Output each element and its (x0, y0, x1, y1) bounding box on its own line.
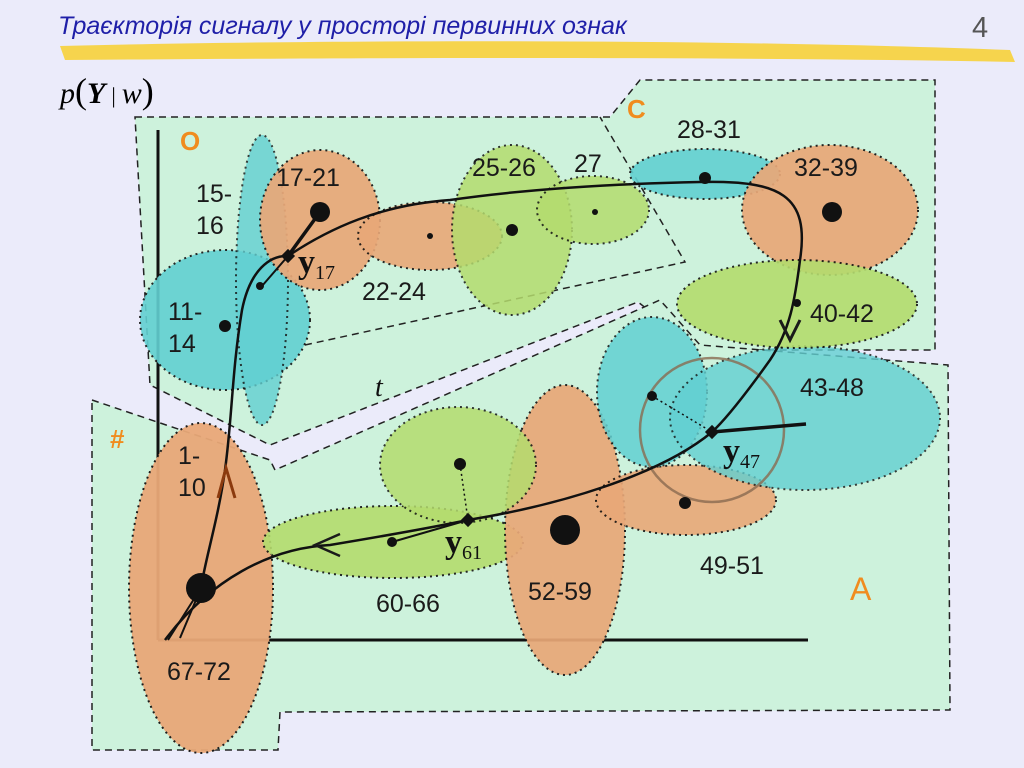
signal-trajectory (164, 180, 804, 641)
connector-y47-left (651, 395, 713, 433)
y47-vector-stroke (711, 422, 807, 434)
center-dot-67-72 (186, 573, 216, 603)
cluster-ellipse-43-48 (669, 345, 941, 491)
arrow-down-40-42 (778, 319, 802, 344)
class-label-c: С (627, 94, 646, 124)
cluster-label-17-21: 17-21 (276, 164, 340, 192)
cluster-label-11-14: 11-14 (168, 298, 202, 358)
marker-y47 (704, 424, 720, 440)
boundary-o-c (304, 116, 687, 346)
arrow-up-10 (216, 462, 237, 499)
center-dot-60-66 (387, 537, 397, 547)
center-dot-27 (592, 209, 598, 215)
formula-close-paren: ) (141, 71, 154, 111)
center-dot-49-51 (679, 497, 691, 509)
cluster-label-60-66: 60-66 (376, 590, 440, 618)
cluster-label-28-31: 28-31 (677, 116, 741, 144)
cluster-label-27: 27 (574, 150, 602, 178)
vector-label-y61: y61 (445, 524, 482, 564)
center-dot-28-31 (699, 172, 711, 184)
title-highlight-stroke (60, 41, 1015, 62)
cluster-label-43-48: 43-48 (800, 374, 864, 402)
vector-label-y17: y17 (298, 244, 335, 284)
cluster-label-25-26: 25-26 (472, 154, 536, 182)
center-dot-43-48-left (647, 391, 657, 401)
center-dot-17-21 (310, 202, 330, 222)
center-dot-52-59 (550, 515, 580, 545)
formula-separator: | (111, 83, 116, 108)
center-dot-49-51-green (454, 458, 466, 470)
marker-y61 (460, 512, 476, 528)
formula-w: w (121, 77, 142, 110)
trajectory-branch-y17b (261, 255, 289, 287)
center-dot-25-26 (506, 224, 518, 236)
cluster-label-32-39: 32-39 (794, 154, 858, 182)
cluster-label-40-42: 40-42 (810, 300, 874, 328)
class-label-a: А (850, 571, 872, 607)
center-dot-40-42 (793, 299, 801, 307)
formula-y: Y (87, 77, 106, 110)
cluster-label-15-16: 15-16 (196, 180, 232, 240)
class-label-hash: # (110, 424, 125, 454)
marker-y17 (280, 248, 296, 264)
class-label-o: О (180, 126, 200, 156)
y47-neighborhood-circle (638, 356, 786, 504)
probability-formula: p(Y|w) (60, 70, 154, 112)
cluster-label-49-51: 49-51 (700, 552, 764, 580)
page-number: 4 (972, 12, 989, 44)
cluster-label-22-24: 22-24 (362, 278, 426, 306)
center-dot-22-24 (427, 233, 433, 239)
formula-p: p (60, 77, 75, 110)
formula-open-paren: ( (75, 71, 87, 111)
center-dot-32-39 (822, 202, 842, 222)
slide-title: Траєкторія сигналу у просторі первинних … (58, 12, 627, 40)
cluster-label-1-10: 1-10 (178, 442, 206, 502)
center-dot-15-16 (256, 282, 264, 290)
y61-vector-stroke (391, 519, 469, 543)
arrow-left-60-66 (311, 532, 341, 558)
center-dot-11-14 (219, 320, 231, 332)
vector-label-y47: y47 (723, 433, 760, 473)
t-axis-label: t (375, 372, 384, 403)
cluster-label-52-59: 52-59 (528, 578, 592, 606)
cluster-label-67-72: 67-72 (167, 658, 231, 686)
